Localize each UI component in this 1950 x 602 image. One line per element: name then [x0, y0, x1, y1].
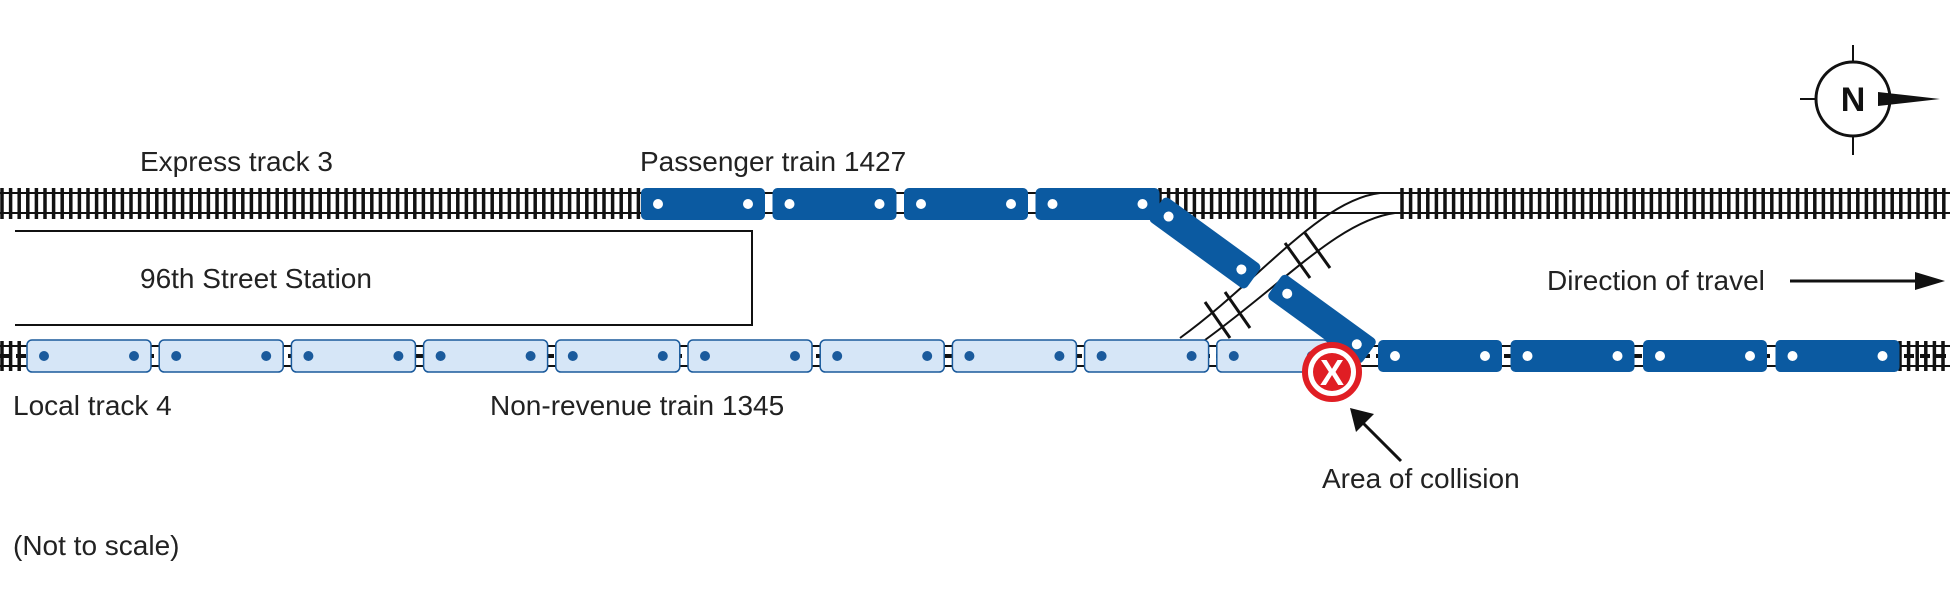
non-revenue-car	[290, 339, 417, 373]
non-revenue-car	[422, 339, 549, 373]
not-to-scale-note: (Not to scale)	[13, 530, 180, 561]
station-platform	[15, 230, 753, 326]
passenger-train-1427-label: Passenger train 1427	[640, 146, 906, 177]
compass-n-label: N	[1841, 81, 1866, 119]
passenger-car	[641, 188, 765, 220]
non-revenue-car	[1083, 339, 1210, 373]
non-revenue-car	[158, 339, 284, 373]
non-revenue-car	[951, 339, 1078, 373]
non-revenue-train-1345	[26, 339, 1330, 373]
non-revenue-car	[687, 339, 813, 373]
non-revenue-car	[26, 339, 152, 373]
passenger-car-derailed-2	[1268, 274, 1376, 364]
collision-x-symbol: X	[1320, 352, 1344, 393]
passenger-car	[1775, 340, 1900, 372]
non-revenue-train-1345-label: Non-revenue train 1345	[490, 390, 784, 421]
collision-x-icon: X	[1302, 342, 1362, 402]
express-track-3-label: Express track 3	[140, 146, 333, 177]
passenger-car	[1378, 340, 1502, 372]
collision-pointer-arrow	[1350, 408, 1403, 463]
passenger-car	[1510, 340, 1635, 372]
passenger-car	[1643, 340, 1767, 372]
passenger-train-1427-derailed-cars	[1149, 197, 1376, 364]
passenger-car	[904, 188, 1028, 220]
non-revenue-car	[819, 339, 945, 373]
passenger-train-1427	[641, 188, 1900, 372]
north-arrow-icon: N	[1800, 45, 1940, 155]
passenger-car	[1035, 188, 1160, 220]
passenger-car	[772, 188, 897, 220]
direction-of-travel-label: Direction of travel	[1547, 265, 1765, 296]
direction-of-travel-arrow	[1790, 272, 1945, 290]
area-of-collision-label: Area of collision	[1322, 463, 1520, 494]
crossover-switch	[1179, 192, 1396, 341]
passenger-car-derailed-1	[1149, 197, 1261, 289]
station-label: 96th Street Station	[140, 263, 372, 294]
local-track-4-label: Local track 4	[13, 390, 172, 421]
non-revenue-car	[555, 339, 681, 373]
